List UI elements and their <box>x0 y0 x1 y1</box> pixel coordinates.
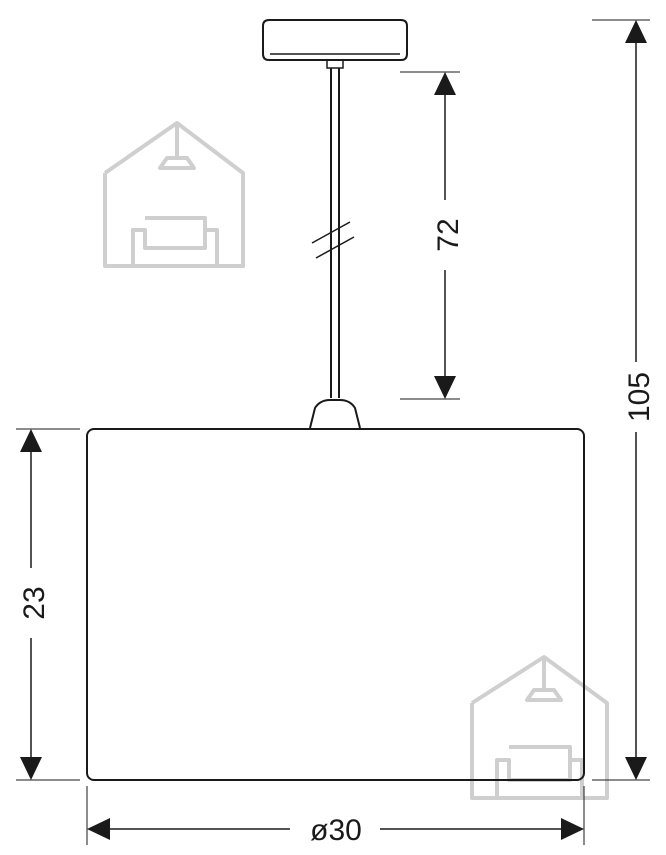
lamp-holder <box>309 399 361 429</box>
shade-diameter-dimension <box>86 786 585 845</box>
cable-length-label: 72 <box>432 218 465 251</box>
house-lamp-sofa-icon <box>470 655 609 800</box>
shade-height-dimension <box>16 428 80 781</box>
total-height-label: 105 <box>623 372 656 422</box>
cable-length-dimension <box>400 71 460 400</box>
total-height-dimension <box>592 19 650 781</box>
lamp-shade <box>86 428 585 781</box>
shade-height-label: 23 <box>18 586 51 619</box>
suspension-cable <box>311 68 355 398</box>
shade-diameter-label: ø30 <box>310 814 362 847</box>
ceiling-canopy <box>262 19 408 69</box>
house-lamp-sofa-icon <box>103 121 245 268</box>
